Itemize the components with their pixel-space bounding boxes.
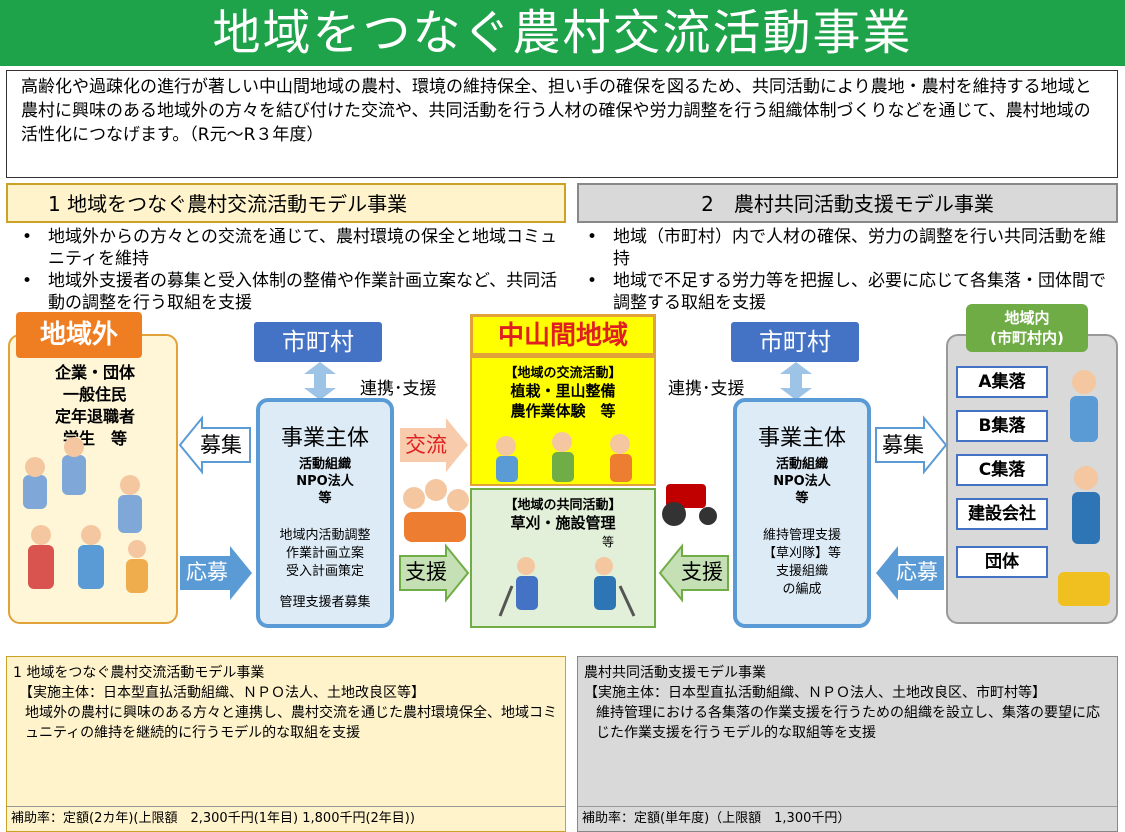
project2-title: 農村共同活動支援モデル事業	[584, 665, 766, 681]
construction-company: 建設会社	[956, 498, 1048, 530]
arrow-right-icon	[400, 418, 468, 472]
project2-description: 維持管理における各集落の作業支援を行うための組織を設立し、集落の要望に応じた作業…	[596, 705, 1100, 741]
project1-subsidy-rate: 補助率：定額(2カ年)(上限額 2,300千円(1年目) 1,800千円(2年目…	[7, 806, 565, 831]
village-c: C集落	[956, 454, 1048, 486]
project1-title: 1 地域をつなぐ農村交流活動モデル事業	[13, 665, 265, 681]
municipality-right: 市町村	[731, 322, 859, 362]
arrow-right-icon	[399, 543, 470, 603]
project2-implementer: 【実施主体：日本型直払活動組織、ＮＰＯ法人、土地改良区、市町村等】	[584, 685, 1046, 701]
joint-activity-item: 草刈・施設管理	[510, 514, 616, 532]
entity-activity: 管理支援者募集	[279, 595, 371, 610]
entity-type: NPO法人	[296, 474, 354, 489]
bullet-item: 地域外からの方々との交流を通じて、農村環境の保全と地域コミュニティを維持	[22, 226, 562, 270]
farming-people-icon	[496, 432, 632, 482]
recruit-label-right: 募集	[882, 433, 924, 457]
entity-type: 活動組織	[298, 457, 351, 472]
arrow-right-icon	[180, 546, 252, 600]
farmer-illustration-icon	[1058, 370, 1110, 606]
bullet-item: 地域で不足する労力等を把握し、必要に応じて各集落・団体間で調整する取組を支援	[587, 270, 1117, 314]
exchange-activity-item: 植栽・里山整備	[510, 382, 616, 400]
entity-type: 等	[795, 491, 809, 506]
section1-bullets: 地域外からの方々との交流を通じて、農村環境の保全と地域コミュニティを維持 地域外…	[22, 226, 562, 314]
joint-activity-title: 【地域の共同活動】	[504, 498, 622, 513]
entity-title: 事業主体	[280, 426, 369, 451]
section1-heading: 1 地域をつなぐ農村交流活動モデル事業	[6, 183, 566, 223]
tractor-icon	[662, 484, 717, 526]
section2-heading: 2 農村共同活動支援モデル事業	[577, 183, 1118, 223]
municipality-left: 市町村	[254, 322, 382, 362]
outside-member: 企業・団体	[54, 363, 135, 382]
project2-detail-box: 農村共同活動支援モデル事業 【実施主体：日本型直払活動組織、ＮＰＯ法人、土地改良…	[577, 656, 1118, 832]
bullet-item: 地域（市町村）内で人材の確保、労力の調整を行い共同活動を維持	[587, 226, 1117, 270]
entity-activity: の編成	[782, 582, 822, 597]
village-b: B集落	[956, 410, 1048, 442]
double-arrow-vertical-icon	[780, 362, 812, 400]
outside-member: 定年退職者	[54, 407, 135, 426]
entity-activity: 作業計画立案	[285, 546, 364, 561]
outside-member: 学生 等	[62, 429, 127, 448]
mountain-region-label: 中山間地域	[470, 314, 656, 356]
business-entity-right: 事業主体 活動組織 NPO法人 等 維持管理支援 【草刈隊】等 支援組織 の編成	[733, 398, 871, 628]
apply-label-left: 応募	[186, 560, 228, 584]
cooperation-label-left: 連携･支援	[360, 379, 437, 399]
crowd-illustration-icon	[403, 479, 469, 542]
entity-activities: 維持管理支援 【草刈隊】等 支援組織 の編成	[737, 527, 867, 599]
section2-bullets: 地域（市町村）内で人材の確保、労力の調整を行い共同活動を維持 地域で不足する労力…	[587, 226, 1117, 314]
joint-activity-etc: 等	[601, 535, 614, 549]
entity-activity: 地域内活動調整	[279, 528, 371, 543]
outside-member: 一般住民	[62, 385, 127, 404]
entity-activity: 受入計画策定	[285, 564, 364, 579]
entity-type: NPO法人	[773, 474, 831, 489]
entity-types: 活動組織 NPO法人 等	[260, 456, 390, 507]
business-entity-left: 事業主体 活動組織 NPO法人 等 地域内活動調整 作業計画立案 受入計画策定 …	[256, 398, 394, 628]
outside-region-label: 地域外	[16, 312, 142, 358]
outside-member-list: 企業・団体 一般住民 定年退職者 学生 等	[20, 362, 170, 450]
recruit-label-left: 募集	[200, 433, 242, 457]
inside-label-line2: (市町村内)	[990, 329, 1064, 347]
entity-activity: 【草刈隊】等	[762, 546, 841, 561]
organization: 団体	[956, 546, 1048, 578]
entity-activity: 維持管理支援	[762, 528, 841, 543]
entity-type: 等	[318, 491, 332, 506]
intro-text: 高齢化や過疎化の進行が著しい中山間地域の農村、環境の維持保全、担い手の確保を図る…	[6, 70, 1118, 178]
inside-region-label: 地域内 (市町村内)	[966, 304, 1088, 352]
exchange-activity-title: 【地域の交流活動】	[504, 366, 622, 381]
mowing-workers-icon	[498, 557, 636, 617]
project1-description: 地域外の農村に興味のある方々と連携し、農村交流を通じた農村環境保全、地域コミュニ…	[25, 705, 557, 741]
project2-subsidy-rate: 補助率：定額(単年度)（上限額 1,300千円）	[578, 806, 1117, 831]
people-illustration-icon	[23, 437, 148, 593]
entity-activity: 支援組織	[775, 564, 828, 579]
apply-label-right: 応募	[896, 560, 938, 584]
arrow-left-icon	[178, 415, 251, 475]
exchange-activity-item: 農作業体験 等	[510, 402, 616, 420]
arrow-left-icon	[658, 543, 729, 603]
exchange-label: 交流	[405, 433, 447, 457]
inside-label-line1: 地域内	[1004, 309, 1050, 327]
support-label-left: 支援	[405, 560, 447, 584]
arrow-left-icon	[876, 546, 944, 600]
entity-title: 事業主体	[757, 426, 846, 451]
support-label-right: 支援	[681, 560, 723, 584]
arrow-right-icon	[875, 415, 948, 475]
double-arrow-vertical-icon	[304, 362, 336, 400]
entity-activities: 地域内活動調整 作業計画立案 受入計画策定	[260, 527, 390, 581]
page-title: 地域をつなぐ農村交流活動事業	[0, 0, 1125, 66]
village-a: A集落	[956, 366, 1048, 398]
project1-implementer: 【実施主体：日本型直払活動組織、ＮＰＯ法人、土地改良区等】	[19, 685, 425, 701]
entity-types: 活動組織 NPO法人 等	[737, 456, 867, 507]
project1-detail-box: 1 地域をつなぐ農村交流活動モデル事業 【実施主体：日本型直払活動組織、ＮＰＯ法…	[6, 656, 566, 832]
cooperation-label-right: 連携･支援	[668, 379, 745, 399]
exchange-activity-box: 【地域の交流活動】 植栽・里山整備 農作業体験 等	[470, 356, 656, 486]
bullet-item: 地域外支援者の募集と受入体制の整備や作業計画立案など、共同活動の調整を行う取組を…	[22, 270, 562, 314]
entity-type: 活動組織	[775, 457, 828, 472]
joint-activity-box: 【地域の共同活動】 草刈・施設管理 等	[470, 488, 656, 628]
